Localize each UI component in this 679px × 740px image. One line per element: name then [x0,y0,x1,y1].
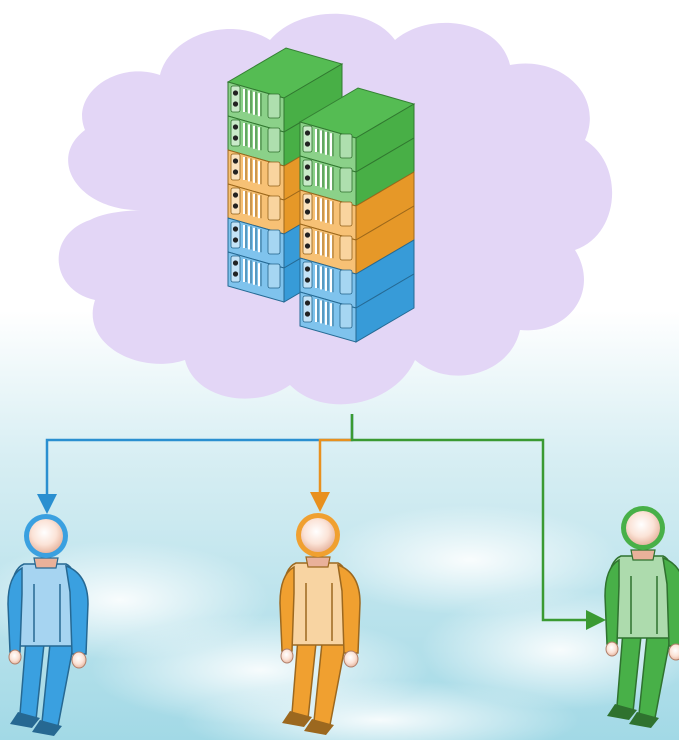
user-blue [7,514,89,736]
server-unit [299,205,415,275]
user-orange [279,513,361,735]
person-head [29,519,63,553]
person-head [626,511,660,545]
connector-lines [37,414,606,630]
server-unit [299,273,415,343]
person-head [301,518,335,552]
connector-to-user-orange [310,438,352,512]
server-rack-front [298,87,416,343]
connector-to-user-green [350,414,606,630]
user-green [604,506,679,728]
server-unit [299,171,415,241]
